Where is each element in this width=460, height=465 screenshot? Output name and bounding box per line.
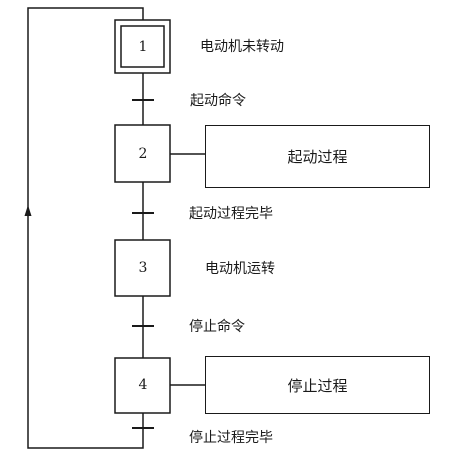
step-3-description: 电动机运转 <box>205 261 275 277</box>
step-1-number: 1 <box>138 39 148 55</box>
transition-4-condition: 停止过程完毕 <box>189 430 273 446</box>
step-2-action-text: 起动过程 <box>287 148 348 166</box>
step-2-number: 2 <box>138 146 148 162</box>
step-2-action-box: 起动过程 <box>205 125 430 188</box>
transition-3-condition: 停止命令 <box>189 319 245 335</box>
step-4-action-box: 停止过程 <box>205 356 430 414</box>
return-arrow-icon <box>24 205 32 216</box>
return-loop-line <box>27 7 144 449</box>
transition-2-condition: 起动过程完毕 <box>189 206 273 222</box>
step-1-description: 电动机未转动 <box>200 39 284 55</box>
step-4-action-text: 停止过程 <box>287 376 348 395</box>
transition-1-condition: 起动命令 <box>190 93 246 109</box>
step-1-box-inner <box>120 25 165 68</box>
step-4-number: 4 <box>138 377 148 393</box>
step-3-number: 3 <box>138 260 148 276</box>
